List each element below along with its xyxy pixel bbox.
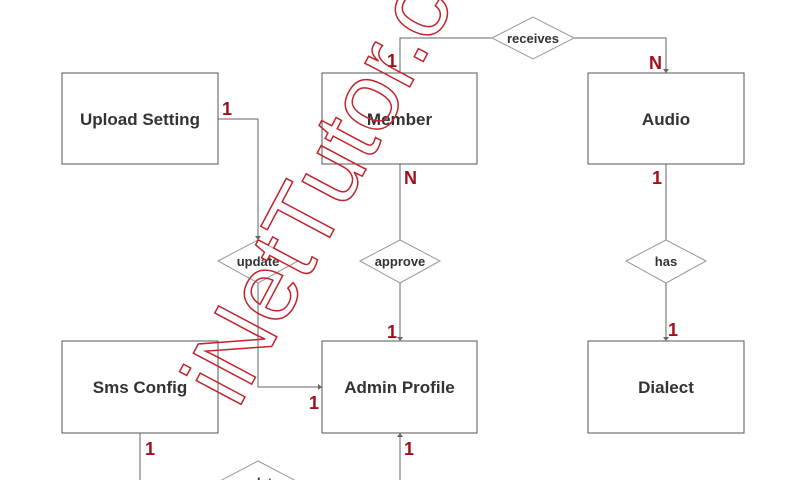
entity-label: Member: [367, 110, 433, 129]
entity-label: Admin Profile: [344, 378, 455, 397]
arrowhead-admin-profile-left: [318, 384, 322, 390]
arrowhead-update: [255, 236, 261, 240]
entity-label: Sms Config: [93, 378, 187, 397]
relationship-has: has: [624, 239, 708, 284]
relationship-update-sms: update: [220, 460, 296, 480]
relationship-label: update: [237, 254, 280, 269]
arrowheads: [255, 69, 669, 437]
entity-audio: Audio: [587, 72, 745, 165]
entity-member: Member: [321, 72, 478, 165]
relationship-update-upload: update: [216, 239, 300, 284]
cardinality-upload-setting-update: 1: [222, 99, 232, 119]
cardinality-dialect-has: 1: [668, 320, 678, 340]
relationship-label: update: [237, 475, 280, 480]
relationship-label: approve: [375, 254, 426, 269]
cardinality-audio-has: 1: [652, 168, 662, 188]
arrowhead-admin-profile-top: [397, 337, 403, 341]
cardinality-member-receives: 1: [387, 51, 397, 71]
entity-admin-profile: Admin Profile: [321, 340, 478, 434]
entity-label: Dialect: [638, 378, 694, 397]
cardinality-sms-config-update: 1: [145, 439, 155, 459]
entity-sms-config: Sms Config: [61, 340, 219, 434]
cardinality-approve-admin: 1: [387, 322, 397, 342]
arrowhead-dialect: [663, 337, 669, 341]
edge-member-receives: [399, 37, 492, 73]
entity-upload-setting: Upload Setting: [61, 72, 219, 165]
arrowhead-admin-profile-bottom: [397, 433, 403, 437]
arrowhead-audio: [663, 69, 669, 73]
relationship-label: has: [655, 254, 677, 269]
edge-receives-audio: [574, 37, 667, 73]
entity-dialect: Dialect: [587, 340, 745, 434]
connectors: [139, 37, 667, 480]
cardinality-admin-bottom: 1: [404, 439, 414, 459]
cardinality-labels: 1 N 1 N 1 1 1 1 1 1: [145, 51, 678, 459]
cardinality-audio-receives: N: [649, 53, 662, 73]
cardinality-member-approve: N: [404, 168, 417, 188]
edge-upload-setting-update: [218, 118, 259, 240]
relationship-label: receives: [507, 31, 559, 46]
entity-label: Upload Setting: [80, 110, 200, 129]
relationship-approve: approve: [358, 239, 442, 284]
edge-update-admin-profile: [257, 283, 322, 388]
cardinality-admin-update: 1: [309, 393, 319, 413]
relationship-receives: receives: [490, 16, 576, 60]
entity-label: Audio: [642, 110, 690, 129]
